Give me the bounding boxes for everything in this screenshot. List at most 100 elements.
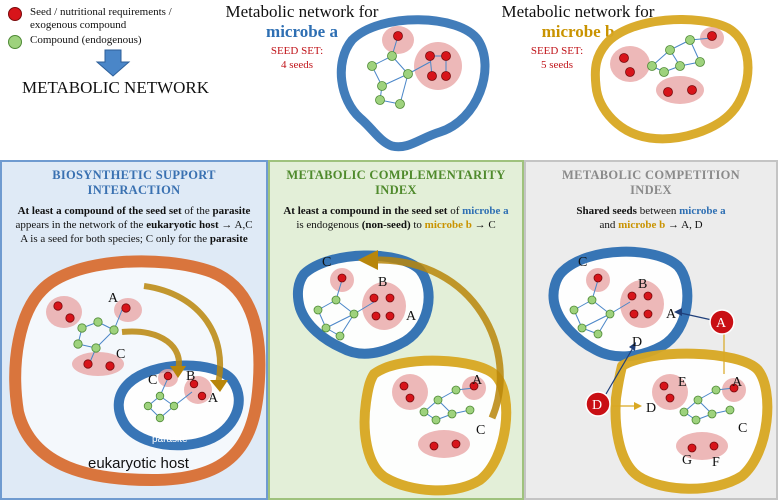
desc-part: microbe b [424, 219, 472, 231]
desc-part: A is a seed for both species; C only for… [20, 233, 210, 245]
panel-biosynthetic-title-line2: INTERACTION [87, 183, 181, 197]
desc-part: parasite [209, 233, 248, 245]
parasite-label-a: A [208, 391, 219, 406]
competition-label-b: B [638, 277, 647, 292]
complementarity-arrow-head-icon [358, 250, 378, 270]
panel-competition-title-line1: METABOLIC COMPETITION [562, 168, 740, 182]
complementarity-b-seed-cluster-3 [418, 430, 470, 458]
desc-part: of the [181, 205, 213, 217]
competition-label-c-top: C [578, 255, 587, 270]
competition-label-g: G [682, 453, 692, 468]
complementarity-label-a-bottom: A [472, 373, 483, 388]
competition-label-d-top: D [632, 335, 642, 350]
shared-d-b-arrowhead-icon [634, 402, 642, 410]
desc-part: appears in the network of the [15, 219, 147, 231]
network-a-title-line2: microbe a [266, 22, 338, 41]
shared-seed-d-label: D [592, 398, 602, 413]
shared-d-arrowhead-icon [629, 342, 636, 351]
panel-biosynthetic-support: BIOSYNTHETIC SUPPORT INTERACTION At leas… [0, 160, 268, 500]
panel-metabolic-competition: METABOLIC COMPETITION INDEX Shared seeds… [524, 160, 778, 500]
desc-part: parasite [212, 205, 251, 217]
network-b-seed-set-label: SEED SET: [530, 45, 584, 57]
network-a-seed-count: 4 seeds [280, 59, 314, 71]
network-b-seed-cluster-2 [610, 46, 650, 82]
network-b-title: Metabolic network for microbe b [498, 2, 658, 42]
network-a-seed-cluster-2 [414, 42, 462, 90]
desc-part: to [410, 219, 425, 231]
complementarity-label-c-bottom: C [476, 423, 485, 438]
network-b-title-line1: Metabolic network for [501, 2, 655, 21]
competition-label-d-bottom: D [646, 401, 656, 416]
parasite-name-label: parasite [152, 434, 188, 445]
complementarity-arrow [373, 256, 504, 420]
desc-part: microbe b [618, 219, 666, 231]
legend-compound: Compound (endogenous) [8, 34, 142, 49]
panel-biosynthetic-diagram: A C C B A parasite eukaryotic host [9, 255, 266, 486]
network-a-diagram [336, 15, 490, 152]
network-b-seed-count: 5 seeds [540, 59, 574, 71]
desc-part: → A, D [665, 219, 703, 231]
competition-label-c-bottom: C [738, 421, 747, 436]
desc-part: and [599, 219, 619, 231]
support-arrow-a [143, 283, 224, 385]
desc-part: → A,C [218, 219, 253, 231]
panel-biosynthetic-description: At least a compound of the seed set of t… [6, 204, 262, 246]
panel-biosynthetic-title: BIOSYNTHETIC SUPPORT INTERACTION [2, 168, 266, 198]
legend-seed-label: Seed / nutritional requirements / exogen… [30, 6, 172, 31]
panel-competition-diagram: A D C B A D E A D C G F [548, 246, 773, 494]
competition-label-a-top: A [666, 307, 677, 322]
support-arrow-a-head-icon [210, 380, 228, 392]
metabolic-network-label: METABOLIC NETWORK [22, 78, 210, 97]
desc-part: between [636, 205, 680, 217]
panel-biosynthetic-title-line1: BIOSYNTHETIC SUPPORT [52, 168, 216, 182]
shared-seed-d-node [585, 391, 611, 417]
competition-label-a-bottom: A [732, 375, 743, 390]
complementarity-b-seed-cluster-2 [392, 374, 428, 410]
network-b-seed-set: SEED SET: 5 seeds [522, 44, 592, 72]
shared-a-arrowhead-icon [674, 308, 682, 316]
panel-competition-title: METABOLIC COMPETITION INDEX [526, 168, 776, 198]
panel-complementarity-title-line1: METABOLIC COMPLEMENTARITY [286, 168, 506, 182]
desc-part: At least a compound of the seed set [17, 205, 182, 217]
panel-complementarity-title-line2: INDEX [375, 183, 417, 197]
down-arrow-icon [95, 49, 131, 77]
desc-part: of [447, 205, 463, 217]
desc-part: → C [471, 219, 496, 231]
panel-metabolic-complementarity: METABOLIC COMPLEMENTARITY INDEX At least… [268, 160, 524, 500]
competition-label-f: F [712, 455, 720, 470]
support-arrow-c-head-icon [170, 366, 186, 378]
network-b-diagram [590, 15, 753, 144]
complementarity-label-c-top: C [322, 255, 331, 270]
desc-part: At least a compound in the seed set [283, 205, 448, 217]
support-arrow-c [121, 328, 182, 371]
competition-b-seed-cluster-3 [676, 432, 728, 460]
desc-part: Shared seeds [576, 205, 637, 217]
seed-dot-icon [8, 7, 22, 21]
host-label-a: A [108, 291, 119, 306]
shared-d-to-microbe-a-line [605, 345, 635, 395]
legend-arrow-layer [95, 49, 131, 77]
host-seed-cluster-1 [46, 296, 82, 328]
parasite-label-b: B [186, 369, 195, 384]
complementarity-label-a-top: A [406, 309, 417, 324]
legend-seed: Seed / nutritional requirements / exogen… [8, 6, 210, 32]
desc-part: is endogenous [296, 219, 362, 231]
competition-label-e: E [678, 375, 687, 390]
network-a-seed-set: SEED SET: 4 seeds [262, 44, 332, 72]
panel-complementarity-title: METABOLIC COMPLEMENTARITY INDEX [270, 168, 522, 198]
panel-competition-description: Shared seeds between microbe a and micro… [530, 204, 772, 232]
parasite-label-c: C [148, 373, 157, 388]
panel-complementarity-description: At least a compound in the seed set of m… [274, 204, 518, 232]
panel-complementarity-diagram: C B A A C [292, 250, 512, 496]
shared-seed-a-node [709, 309, 735, 335]
shared-seed-a-label: A [716, 316, 727, 331]
compound-dot-icon [8, 35, 22, 49]
network-a-seed-set-label: SEED SET: [270, 45, 324, 57]
network-b-title-line2: microbe b [541, 22, 615, 41]
desc-part: microbe a [679, 205, 726, 217]
host-label-c: C [116, 347, 125, 362]
desc-part: microbe a [462, 205, 509, 217]
desc-part: eukaryotic host [146, 219, 219, 231]
network-b-seed-cluster-3 [656, 76, 704, 104]
complementarity-label-b: B [378, 275, 387, 290]
